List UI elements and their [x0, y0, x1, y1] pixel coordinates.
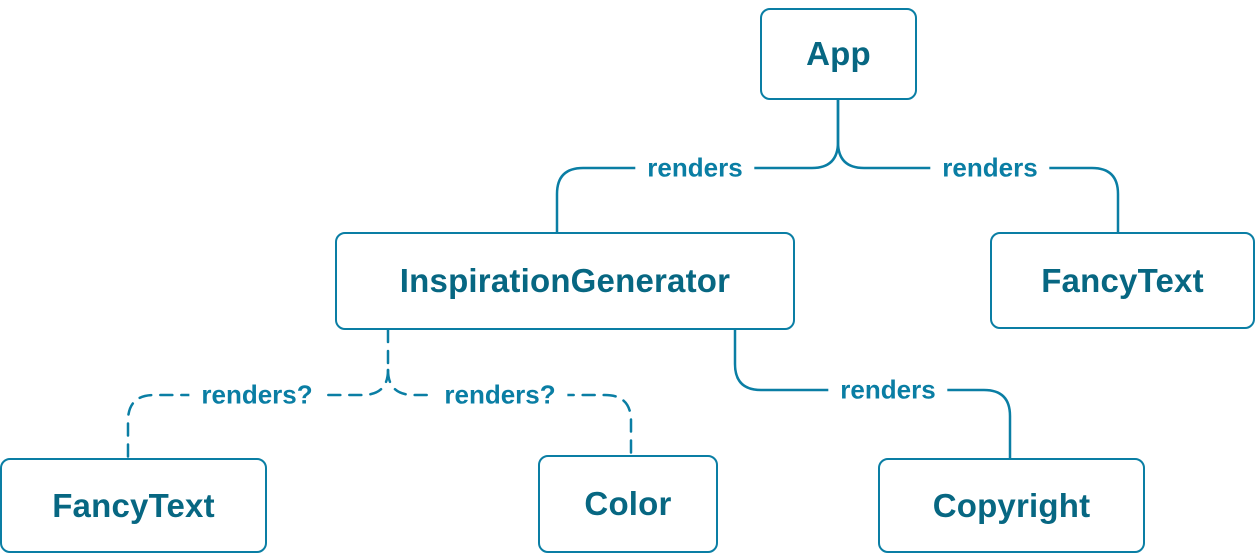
edge-inspiration-generator-to-color — [386, 368, 633, 457]
node-fancy-text-bottom: FancyText — [0, 458, 267, 553]
node-fancy-text-top: FancyText — [990, 232, 1255, 329]
node-inspiration-generator-label: InspirationGenerator — [399, 262, 731, 299]
node-inspiration-generator: InspirationGenerator — [335, 232, 795, 330]
edge-inspiration-generator-to-fancy-text — [126, 368, 390, 460]
node-color-label: Color — [584, 485, 672, 522]
node-copyright-label: Copyright — [932, 486, 1091, 524]
node-fancy-text-top-label: FancyText — [1041, 261, 1204, 299]
node-copyright: Copyright — [878, 458, 1145, 553]
edge-label-renders-copyright: renders — [828, 376, 948, 405]
node-app-label: App — [806, 35, 871, 72]
node-app: App — [760, 8, 917, 100]
edge-label-renders-fancy-text: renders — [930, 154, 1050, 183]
node-fancy-text-bottom-label: FancyText — [52, 486, 215, 524]
node-color: Color — [538, 455, 718, 553]
edge-label-renders-inspiration-generator: renders — [635, 154, 755, 183]
edge-label-renders-conditional-fancy-text: renders? — [189, 381, 325, 410]
edge-label-renders-conditional-color: renders? — [432, 381, 568, 410]
